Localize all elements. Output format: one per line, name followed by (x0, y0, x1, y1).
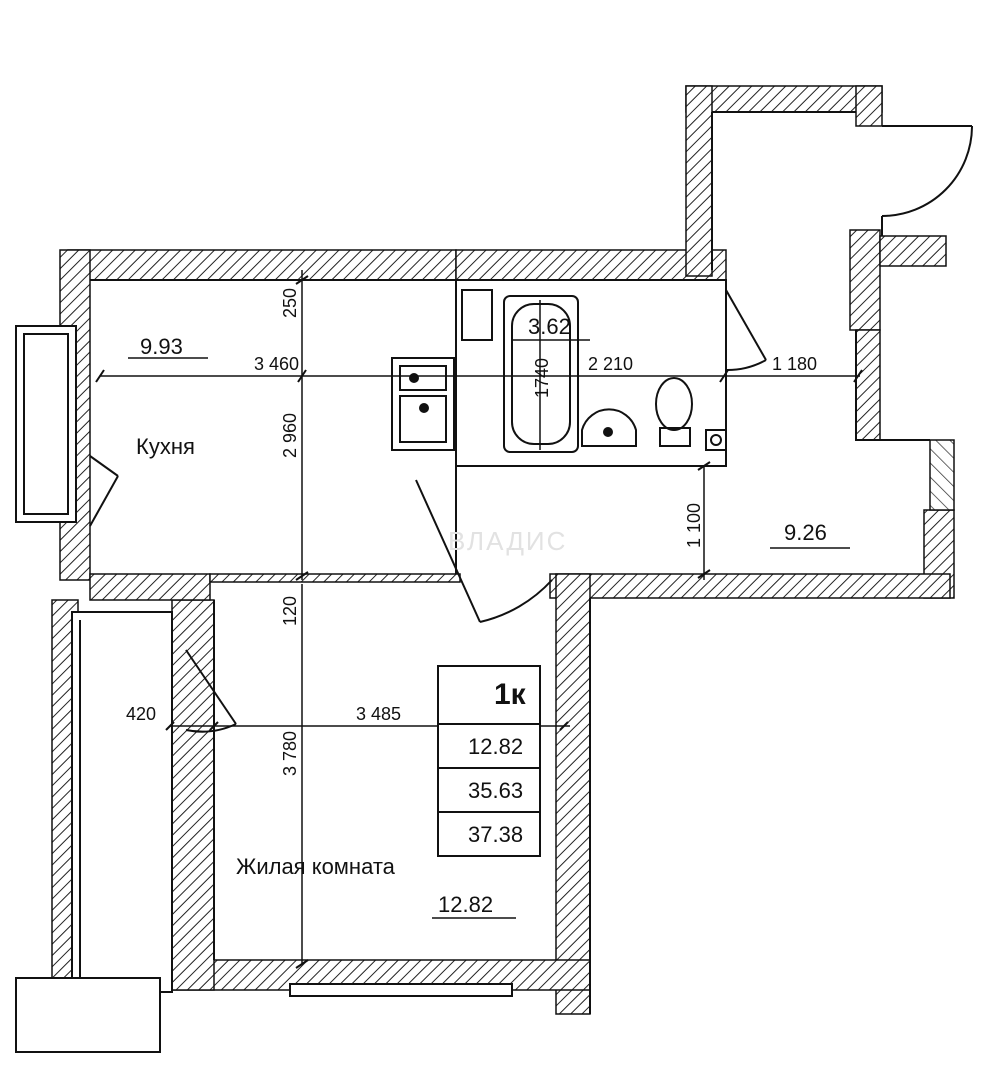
living-area: 12.82 (438, 892, 493, 917)
doors (89, 125, 973, 733)
living-name: Жилая комната (236, 854, 396, 879)
bathtub (503, 295, 579, 453)
kitchen-area: 9.93 (140, 334, 183, 359)
riser-box (461, 289, 727, 451)
dim-kitchen-top-offset: 250 (280, 288, 300, 318)
summary-table (437, 665, 541, 857)
kitchen-name: Кухня (136, 434, 195, 459)
dim-kitchen-depth: 2 960 (280, 413, 300, 458)
toilet (655, 377, 693, 447)
windows (15, 325, 513, 1053)
table-living-area: 12.82 (468, 734, 523, 759)
dim-partition: 120 (280, 596, 300, 626)
dim-hall-depth: 1 100 (684, 503, 704, 548)
dim-balcony-depth: 420 (126, 704, 156, 724)
dim-living-depth: 3 780 (280, 731, 300, 776)
wall-outlines (90, 111, 930, 1014)
bathroom-area: 3.62 (528, 314, 571, 339)
kitchen-stove (391, 357, 455, 451)
table-total-area: 35.63 (468, 778, 523, 803)
dim-bath-width: 2 210 (588, 354, 633, 374)
hallway-area: 9.26 (784, 520, 827, 545)
watermark: ВЛАДИС (448, 526, 567, 556)
balcony-slab (15, 977, 161, 1053)
table-total-area-with-balcony: 37.38 (468, 822, 523, 847)
balcony-window (71, 611, 173, 993)
sink (581, 408, 637, 447)
dim-hall-width: 1 180 (772, 354, 817, 374)
dim-kitchen-width: 3 460 (254, 354, 299, 374)
living-window (289, 983, 513, 997)
dim-living-width: 3 485 (356, 704, 401, 724)
dim-bath-inner: 1740 (532, 358, 552, 398)
kitchen-window (15, 325, 77, 523)
table-apartment-type: 1к (494, 678, 527, 711)
